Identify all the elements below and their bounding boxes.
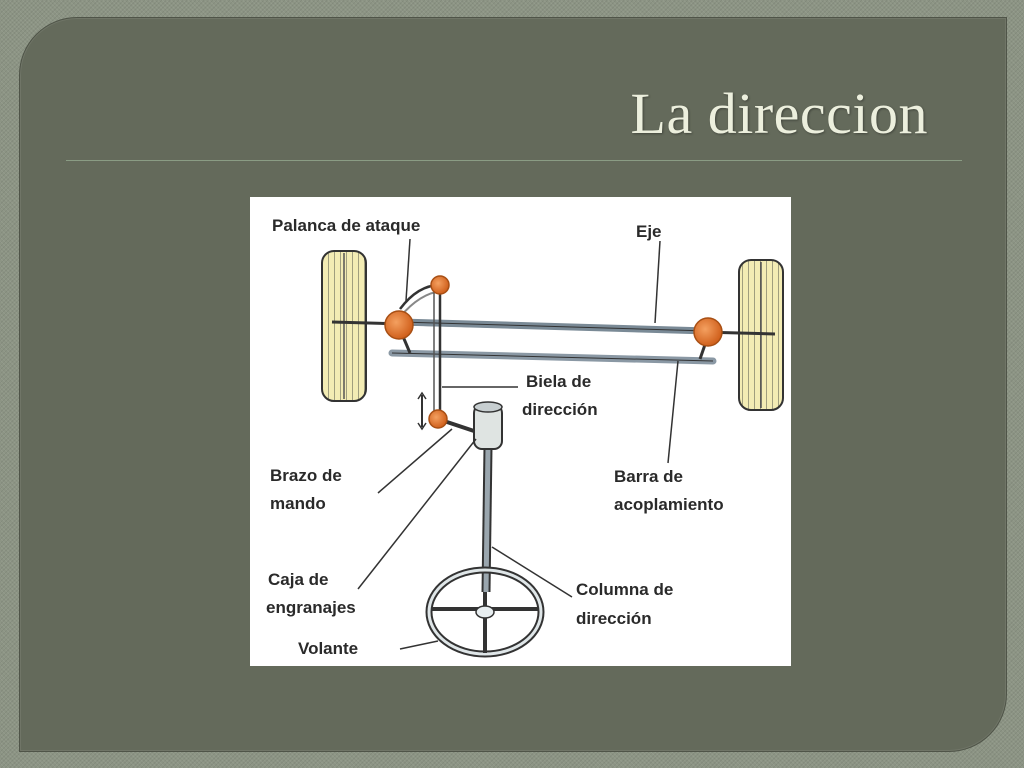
label-palanca: Palanca de ataque <box>272 216 420 235</box>
steering-diagram-svg: Palanca de ataque Eje Biela de dirección… <box>266 216 784 658</box>
steering-diagram: Palanca de ataque Eje Biela de dirección… <box>250 197 791 666</box>
label-eje: Eje <box>636 222 662 241</box>
label-biela-1: Biela de <box>526 372 591 391</box>
label-caja-2: engranajes <box>266 598 356 617</box>
slide-title: La direccion <box>630 81 928 146</box>
label-barra-2: acoplamiento <box>614 495 724 514</box>
label-barra-1: Barra de <box>614 467 683 486</box>
gear-box <box>473 401 503 450</box>
joint-right-kingpin <box>693 317 723 347</box>
label-biela-2: dirección <box>522 400 598 419</box>
joint-left-kingpin <box>384 310 414 340</box>
label-columna-1: Columna de <box>576 580 673 599</box>
leader-lines <box>357 238 679 650</box>
label-brazo-2: mando <box>270 494 326 513</box>
label-columna-2: dirección <box>576 609 652 628</box>
left-wheel <box>321 250 367 402</box>
label-brazo-1: Brazo de <box>270 466 342 485</box>
joint-lever-top <box>430 275 450 295</box>
label-caja-1: Caja de <box>268 570 328 589</box>
label-volante: Volante <box>298 639 358 658</box>
title-divider <box>66 160 962 161</box>
steering-wheel <box>425 566 545 658</box>
joint-pitman <box>428 409 448 429</box>
